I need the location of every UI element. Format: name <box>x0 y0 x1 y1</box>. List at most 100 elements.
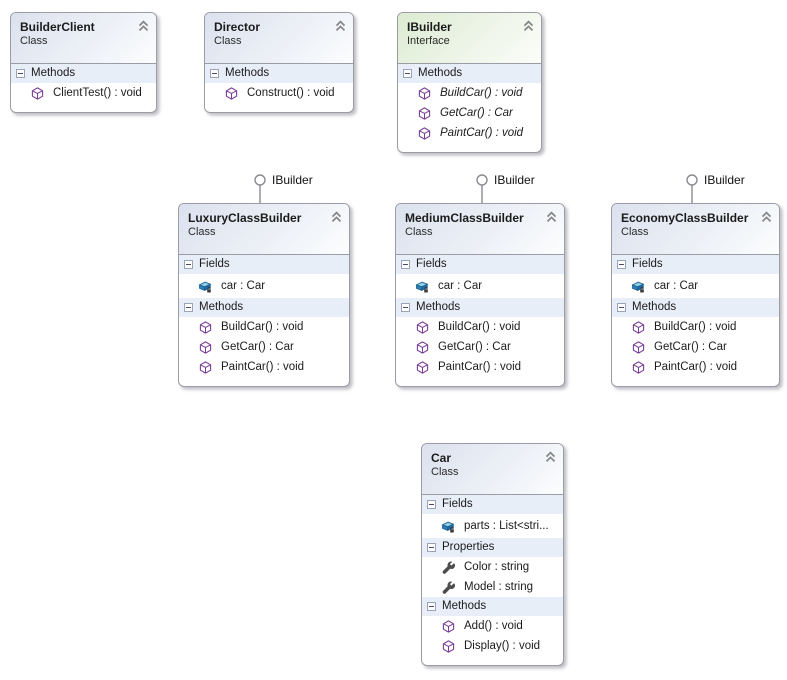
member-label: Add() : void <box>464 620 523 632</box>
collapse-minus-icon[interactable] <box>184 303 193 312</box>
interface-lollipop-medium[interactable]: IBuilder <box>475 173 555 204</box>
member-row[interactable]: GetCar() : Car <box>396 337 564 357</box>
section-header-methods[interactable]: Methods <box>179 298 349 317</box>
class-header: LuxuryClassBuilder Class <box>179 204 349 255</box>
member-label: GetCar() : Car <box>438 341 511 353</box>
class-box-mediumclassbuilder[interactable]: MediumClassBuilder Class Fields car : Ca… <box>395 203 565 387</box>
collapse-chevron-icon[interactable] <box>330 210 343 223</box>
member-label: Model : string <box>464 581 534 593</box>
collapse-minus-icon[interactable] <box>617 260 626 269</box>
collapse-minus-icon[interactable] <box>401 260 410 269</box>
member-row[interactable]: car : Car <box>396 274 564 298</box>
collapse-minus-icon[interactable] <box>184 260 193 269</box>
member-row[interactable]: GetCar() : Car <box>612 337 779 357</box>
class-header: Car Class <box>422 444 563 495</box>
member-label: car : Car <box>438 280 483 292</box>
section-header-methods[interactable]: Methods <box>11 64 156 83</box>
class-kind: Class <box>20 35 48 47</box>
member-label: Color : string <box>464 561 530 573</box>
property-icon <box>441 580 455 594</box>
section-label: Methods <box>31 67 76 79</box>
lollipop-label: IBuilder <box>494 173 535 187</box>
member-row[interactable]: PaintCar() : void <box>612 357 779 377</box>
class-box-car[interactable]: Car Class Fields parts : List<stri... Pr… <box>421 443 564 666</box>
method-icon <box>198 360 212 374</box>
collapse-chevron-icon[interactable] <box>522 19 535 32</box>
interface-lollipop-economy[interactable]: IBuilder <box>685 173 765 204</box>
collapse-chevron-icon[interactable] <box>334 19 347 32</box>
member-label: BuildCar() : void <box>438 321 521 333</box>
member-row[interactable]: Add() : void <box>422 616 563 636</box>
section-header-fields[interactable]: Fields <box>396 255 564 274</box>
section-header-methods[interactable]: Methods <box>422 597 563 616</box>
collapse-chevron-icon[interactable] <box>137 19 150 32</box>
member-row[interactable]: PaintCar() : void <box>398 123 541 143</box>
member-label: PaintCar() : void <box>440 127 524 139</box>
lollipop-icon <box>476 174 488 204</box>
class-header: MediumClassBuilder Class <box>396 204 564 255</box>
collapse-chevron-icon[interactable] <box>545 210 558 223</box>
method-icon <box>631 320 645 334</box>
member-row[interactable]: GetCar() : Car <box>398 103 541 123</box>
interface-lollipop-luxury[interactable]: IBuilder <box>253 173 333 204</box>
member-row[interactable]: PaintCar() : void <box>179 357 349 377</box>
member-row[interactable]: BuildCar() : void <box>398 83 541 103</box>
method-icon <box>30 86 44 100</box>
interface-header: IBuilder Interface <box>398 13 541 64</box>
class-kind: Class <box>214 35 242 47</box>
section-header-methods[interactable]: Methods <box>396 298 564 317</box>
method-icon <box>415 320 429 334</box>
collapse-chevron-icon[interactable] <box>760 210 773 223</box>
lollipop-icon <box>254 174 266 204</box>
member-row[interactable]: Model : string <box>422 577 563 597</box>
class-box-ibuilder[interactable]: IBuilder Interface Methods BuildCar() : … <box>397 12 542 153</box>
section-label: Fields <box>632 258 663 270</box>
section-header-properties[interactable]: Properties <box>422 538 563 557</box>
class-kind: Class <box>188 226 216 238</box>
collapse-minus-icon[interactable] <box>617 303 626 312</box>
member-row[interactable]: BuildCar() : void <box>396 317 564 337</box>
member-row[interactable]: PaintCar() : void <box>396 357 564 377</box>
member-row[interactable]: BuildCar() : void <box>612 317 779 337</box>
member-row[interactable]: BuildCar() : void <box>179 317 349 337</box>
section-header-fields[interactable]: Fields <box>612 255 779 274</box>
class-name: LuxuryClassBuilder <box>188 211 302 225</box>
class-header: BuilderClient Class <box>11 13 156 64</box>
section-header-fields[interactable]: Fields <box>422 495 563 514</box>
member-row[interactable]: parts : List<stri... <box>422 514 563 538</box>
section-label: Methods <box>632 301 677 313</box>
member-label: GetCar() : Car <box>221 341 294 353</box>
member-row[interactable]: Display() : void <box>422 636 563 656</box>
member-row[interactable]: car : Car <box>612 274 779 298</box>
section-header-fields[interactable]: Fields <box>179 255 349 274</box>
class-header: EconomyClassBuilder Class <box>612 204 779 255</box>
collapse-minus-icon[interactable] <box>427 500 436 509</box>
class-kind: Class <box>405 226 433 238</box>
member-row[interactable]: GetCar() : Car <box>179 337 349 357</box>
collapse-minus-icon[interactable] <box>403 69 412 78</box>
field-icon <box>198 280 212 293</box>
section-header-methods[interactable]: Methods <box>398 64 541 83</box>
class-box-director[interactable]: Director Class Methods Construct() : voi… <box>204 12 354 113</box>
method-icon <box>417 86 431 100</box>
collapse-minus-icon[interactable] <box>401 303 410 312</box>
member-row[interactable]: car : Car <box>179 274 349 298</box>
class-box-economyclassbuilder[interactable]: EconomyClassBuilder Class Fields car : C… <box>611 203 780 387</box>
member-row[interactable]: Construct() : void <box>205 83 353 103</box>
member-row[interactable]: Color : string <box>422 557 563 577</box>
collapse-minus-icon[interactable] <box>16 69 25 78</box>
section-header-methods[interactable]: Methods <box>205 64 353 83</box>
section-header-methods[interactable]: Methods <box>612 298 779 317</box>
collapse-minus-icon[interactable] <box>427 602 436 611</box>
collapse-minus-icon[interactable] <box>210 69 219 78</box>
class-box-builderclient[interactable]: BuilderClient Class Methods ClientTest()… <box>10 12 157 113</box>
class-name: IBuilder <box>407 20 452 34</box>
section-label: Methods <box>416 301 461 313</box>
collapse-minus-icon[interactable] <box>427 543 436 552</box>
member-label: BuildCar() : void <box>221 321 304 333</box>
member-row[interactable]: ClientTest() : void <box>11 83 156 103</box>
collapse-chevron-icon[interactable] <box>544 450 557 463</box>
class-box-luxuryclassbuilder[interactable]: LuxuryClassBuilder Class Fields car : Ca… <box>178 203 350 387</box>
method-icon <box>224 86 238 100</box>
